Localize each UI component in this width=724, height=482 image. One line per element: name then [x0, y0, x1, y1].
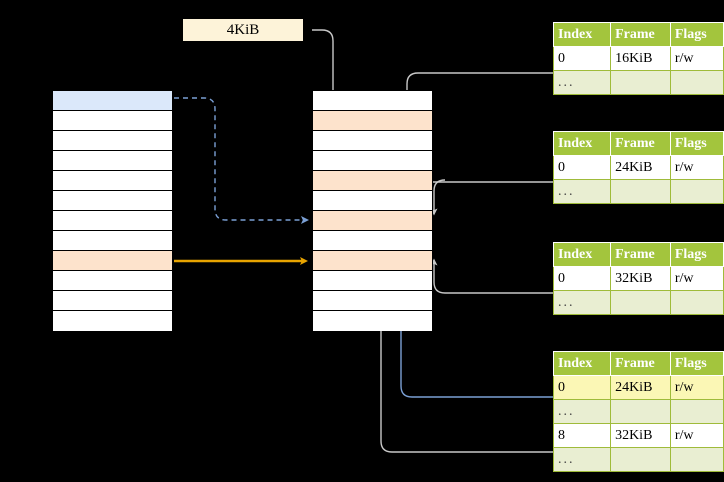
page-table-3-row-1-flags: r/w	[669, 266, 724, 291]
physical-frame-row-5	[313, 171, 432, 191]
page-table-4-header-flags: Flags	[669, 351, 724, 376]
virtual-page-row-8	[53, 231, 172, 251]
page-table-2-header-frame: Frame	[610, 131, 671, 156]
page-table-1-header-flags: Flags	[669, 22, 724, 47]
page-table-4-row-1-index: 0	[552, 375, 612, 400]
page-table-4-header-index: Index	[552, 351, 612, 376]
page-table-4-row-1-frame: 24KiB	[610, 375, 671, 400]
page-table-4-row-4-index: ...	[552, 447, 612, 472]
page-table-1-row-2[interactable]: ...	[552, 70, 724, 95]
page-table-4-row-2-flags	[669, 399, 724, 424]
page-table-2-row-2-index: ...	[552, 179, 612, 204]
page-table-3-row-2-frame	[610, 290, 671, 315]
virtual-page-row-9	[53, 251, 172, 271]
physical-frame-row-4	[313, 151, 432, 171]
page-table-2-header-flags: Flags	[669, 131, 724, 156]
virtual-page-row-10	[53, 271, 172, 291]
page-table-1-row-1-flags: r/w	[669, 46, 724, 71]
virtual-page-row-7	[53, 211, 172, 231]
physical-frame-row-12	[313, 311, 432, 331]
page-table-2-row-2-flags	[669, 179, 724, 204]
page-size-label: 4KiB	[183, 19, 303, 41]
wire-virtual-blue-to-physical	[174, 97, 309, 224]
page-table-4-row-3-frame: 32KiB	[610, 423, 671, 448]
physical-frame-row-7	[313, 211, 432, 231]
virtual-page-row-2	[53, 111, 172, 131]
page-table-4-row-2-index: ...	[552, 399, 612, 424]
virtual-page-row-1	[53, 91, 172, 111]
page-table-4-row-4[interactable]: ...	[552, 447, 724, 472]
page-table-1-header-frame: Frame	[610, 22, 671, 47]
page-table-1-row-2-index: ...	[552, 70, 612, 95]
page-table-3-row-2-flags	[669, 290, 724, 315]
page-table-2-row-2[interactable]: ...	[552, 179, 724, 204]
page-table-1-row-2-flags	[669, 70, 724, 95]
page-table-2-row-1-frame: 24KiB	[610, 155, 671, 180]
physical-frame-row-6	[313, 191, 432, 211]
physical-frame-row-1	[313, 91, 432, 111]
page-table-4-row-2[interactable]: ...	[552, 399, 724, 424]
virtual-page-row-12	[53, 311, 172, 331]
page-table-4-row-2-frame	[610, 399, 671, 424]
wire-table2-branch	[430, 179, 446, 216]
wire-table3-to-frame	[430, 258, 553, 294]
physical-memory-column	[312, 90, 433, 331]
page-table-4-header-frame: Frame	[610, 351, 671, 376]
virtual-page-row-11	[53, 291, 172, 311]
page-table-3-row-1-index: 0	[552, 266, 612, 291]
physical-frame-row-9	[313, 251, 432, 271]
physical-frame-row-2	[313, 111, 432, 131]
virtual-page-row-6	[53, 191, 172, 211]
page-table-3-header-flags: Flags	[669, 242, 724, 267]
page-table-2-row-1-flags: r/w	[669, 155, 724, 180]
page-table-3-row-2[interactable]: ...	[552, 290, 724, 315]
page-table-4-row-4-flags	[669, 447, 724, 472]
page-table-1-header-index: Index	[552, 22, 612, 47]
page-table-1-row-2-frame	[610, 70, 671, 95]
page-table-3-header-index: Index	[552, 242, 612, 267]
virtual-page-row-4	[53, 151, 172, 171]
virtual-address-space-column	[52, 90, 173, 331]
page-table-1-row-1-frame: 16KiB	[610, 46, 671, 71]
page-table-2-row-1-index: 0	[552, 155, 612, 180]
physical-frame-row-11	[313, 291, 432, 311]
page-table-4-row-4-frame	[610, 447, 671, 472]
virtual-page-row-3	[53, 131, 172, 151]
page-table-2-header-index: Index	[552, 131, 612, 156]
page-table-1-row-1-index: 0	[552, 46, 612, 71]
physical-frame-row-10	[313, 271, 432, 291]
page-table-3-header-frame: Frame	[610, 242, 671, 267]
page-table-4-row-3-index: 8	[552, 423, 612, 448]
physical-frame-row-8	[313, 231, 432, 251]
physical-frame-row-3	[313, 131, 432, 151]
page-table-2-row-2-frame	[610, 179, 671, 204]
page-table-3-row-2-index: ...	[552, 290, 612, 315]
page-table-3-row-1-frame: 32KiB	[610, 266, 671, 291]
virtual-page-row-5	[53, 171, 172, 191]
page-table-4-row-3-flags: r/w	[669, 423, 724, 448]
page-table-4-row-1-flags: r/w	[669, 375, 724, 400]
